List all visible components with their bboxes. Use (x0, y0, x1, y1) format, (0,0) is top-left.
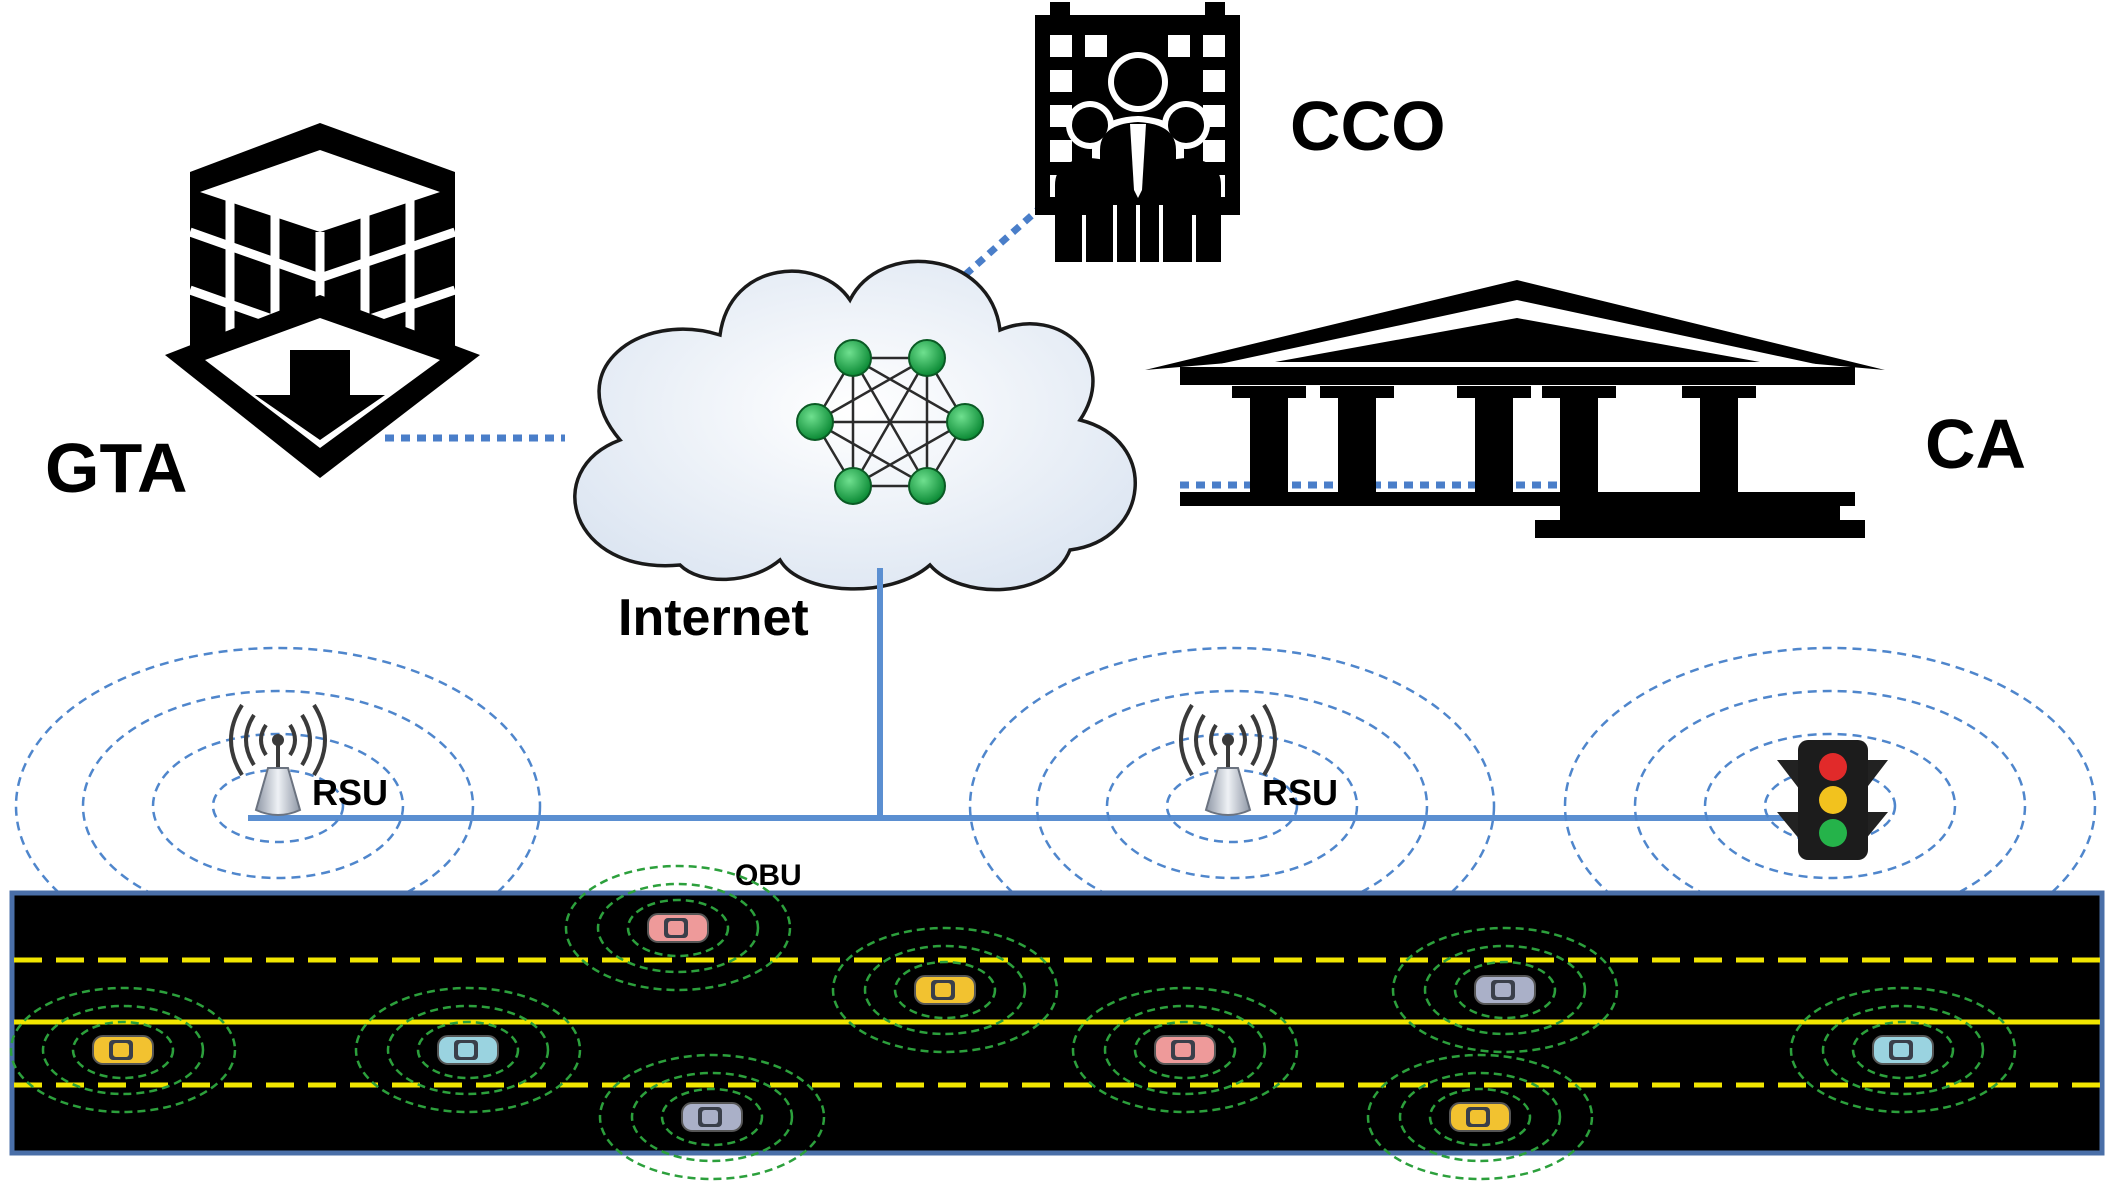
car-icon (681, 1102, 743, 1132)
vehicle-obu (1391, 926, 1619, 1054)
institution-icon (1145, 280, 1885, 538)
car-icon (914, 975, 976, 1005)
car-icon (1872, 1035, 1934, 1065)
vehicle-obu (1789, 986, 2017, 1114)
cco-label: CCO (1290, 87, 1446, 165)
vehicle-obu (9, 986, 237, 1114)
vehicle-obu (1071, 986, 1299, 1114)
obu-label: OBU (735, 859, 802, 892)
antenna-tower-icon (229, 703, 327, 816)
vehicle-obu (598, 1053, 826, 1181)
vehicles (9, 864, 2017, 1181)
road (9, 890, 2105, 1156)
car-icon (647, 913, 709, 943)
vehicle-obu (564, 864, 792, 992)
ca-label: CA (1925, 405, 2026, 483)
vehicle-obu (1366, 1053, 1594, 1181)
rsu-right-label: RSU (1262, 772, 1338, 813)
backbone (248, 568, 1815, 821)
gta-label: GTA (45, 429, 188, 507)
vehicle-obu (354, 986, 582, 1114)
car-icon (92, 1035, 154, 1065)
rsu-left-label: RSU (312, 772, 388, 813)
cloud-network-icon (573, 259, 1137, 592)
internet-label: Internet (618, 589, 809, 647)
car-icon (437, 1035, 499, 1065)
office-building-icon (165, 123, 480, 478)
car-icon (1449, 1102, 1511, 1132)
links (385, 205, 1560, 489)
corporate-people-icon (1035, 2, 1240, 262)
antenna-tower-icon (1179, 703, 1277, 816)
car-icon (1154, 1035, 1216, 1065)
vehicle-obu (831, 926, 1059, 1054)
traffic-light-icon (1777, 740, 1888, 860)
car-icon (1474, 975, 1536, 1005)
link-cco-internet (962, 205, 1043, 278)
